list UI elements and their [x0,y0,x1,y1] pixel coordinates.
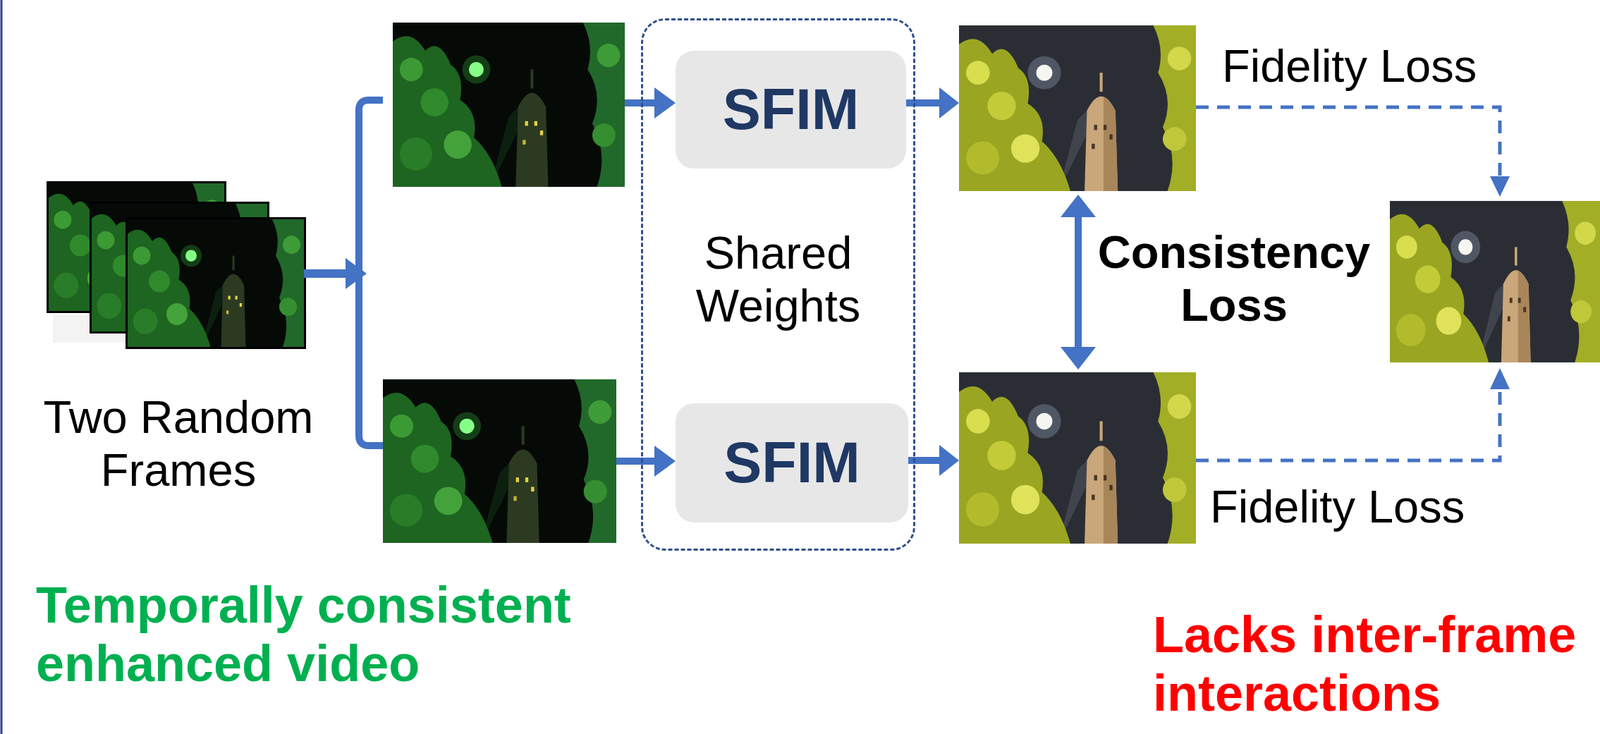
shared-weights-group: Shared WeightsSFIMSFIM [640,18,916,551]
module-box: SFIM [675,403,909,523]
consistency-arrow [1074,215,1082,350]
module-name: SFIM [723,430,860,496]
loss-label: Fidelity Loss [1222,40,1477,94]
arrow-head [1489,368,1510,390]
arrow-head [939,444,960,476]
frame-stack [46,181,307,350]
flow-arrow [616,457,658,465]
module-name: SFIM [722,76,859,143]
ground-truth-frame [1389,200,1600,363]
split-bracket [358,100,383,446]
loss-label: Fidelity Loss [1210,480,1465,534]
split-arrow [303,269,350,278]
arrow-head [1489,176,1510,197]
enhanced-frame [959,372,1196,544]
arrow-head [654,445,676,477]
loss-label: Consistency Loss [1085,226,1383,333]
group-title: Shared Weights [648,227,909,333]
arrow-head [654,87,676,119]
input-frame [392,22,625,187]
limitation-note: Lacks inter-frame interactions [1152,605,1594,723]
module-box: SFIM [675,50,907,169]
enhanced-frame [959,25,1196,192]
arrow-head [1060,346,1096,370]
input-frame [382,379,617,543]
fidelity-arrow [1195,107,1500,178]
flow-arrow [906,99,943,107]
frame-border [0,0,3,734]
fidelity-arrow [1195,387,1500,461]
input-label: Two Random Frames [23,391,334,498]
arrow-head [1060,194,1096,218]
advantage-note: Temporally consistent enhanced video [35,576,601,694]
arrow-head [939,87,960,119]
